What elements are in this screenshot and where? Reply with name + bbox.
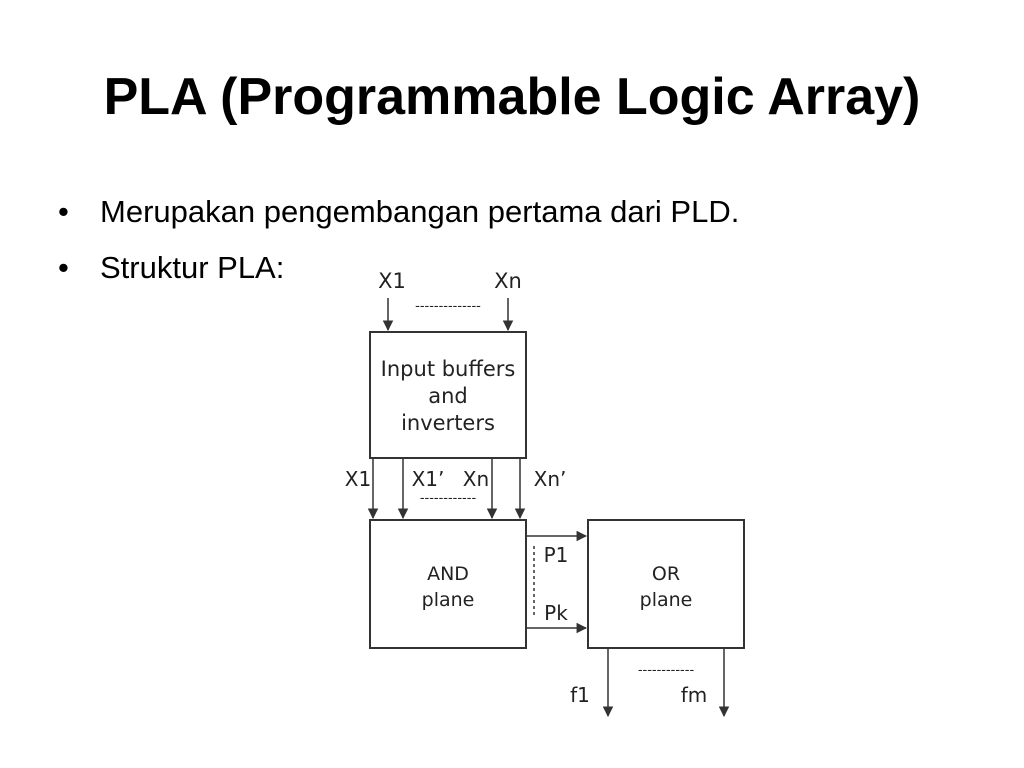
buffer-out-label-xn: Xn	[463, 467, 489, 491]
product-label-pk: Pk	[544, 601, 568, 625]
bullet-list: • Merupakan pengembangan pertama dari PL…	[58, 188, 739, 300]
slide-title: PLA (Programmable Logic Array)	[103, 68, 921, 126]
buffer-block-line3: inverters	[401, 411, 495, 435]
bullet-dot: •	[58, 194, 69, 229]
buffer-block-line2: and	[428, 384, 468, 408]
bullet-item: • Struktur PLA:	[58, 244, 739, 300]
buffer-out-label-x1: X1	[345, 467, 371, 491]
bullet-item: • Merupakan pengembangan pertama dari PL…	[58, 188, 739, 244]
pla-structure-diagram: X1 Xn -------------- Input buffers and i…	[330, 250, 770, 730]
bullet-dot: •	[58, 250, 69, 285]
input-label-x1: X1	[378, 269, 406, 293]
output-dots: ------------	[638, 663, 695, 678]
input-buffers-block	[369, 331, 527, 459]
and-plane-line2: plane	[422, 589, 475, 611]
and-plane-block	[369, 519, 527, 649]
or-plane-block	[587, 519, 745, 649]
output-label-f1: f1	[570, 683, 590, 707]
output-label-fm: fm	[681, 683, 708, 707]
pla-diagram-svg: X1 Xn -------------- Input buffers and i…	[345, 269, 745, 718]
product-label-p1: P1	[544, 543, 569, 567]
bullet-text: Merupakan pengembangan pertama dari PLD.	[100, 194, 740, 229]
bullet-text: Struktur PLA:	[100, 250, 285, 285]
input-dots: --------------	[415, 299, 481, 314]
buffer-block-line1: Input buffers	[381, 357, 516, 381]
buffer-out-label-x1-inv: X1’	[412, 467, 445, 491]
or-plane-line1: OR	[652, 563, 680, 585]
input-label-xn: Xn	[494, 269, 522, 293]
buffer-out-label-xn-inv: Xn’	[534, 467, 567, 491]
buffer-out-dots: ------------	[420, 491, 477, 506]
and-plane-line1: AND	[427, 563, 469, 585]
or-plane-line2: plane	[640, 589, 693, 611]
